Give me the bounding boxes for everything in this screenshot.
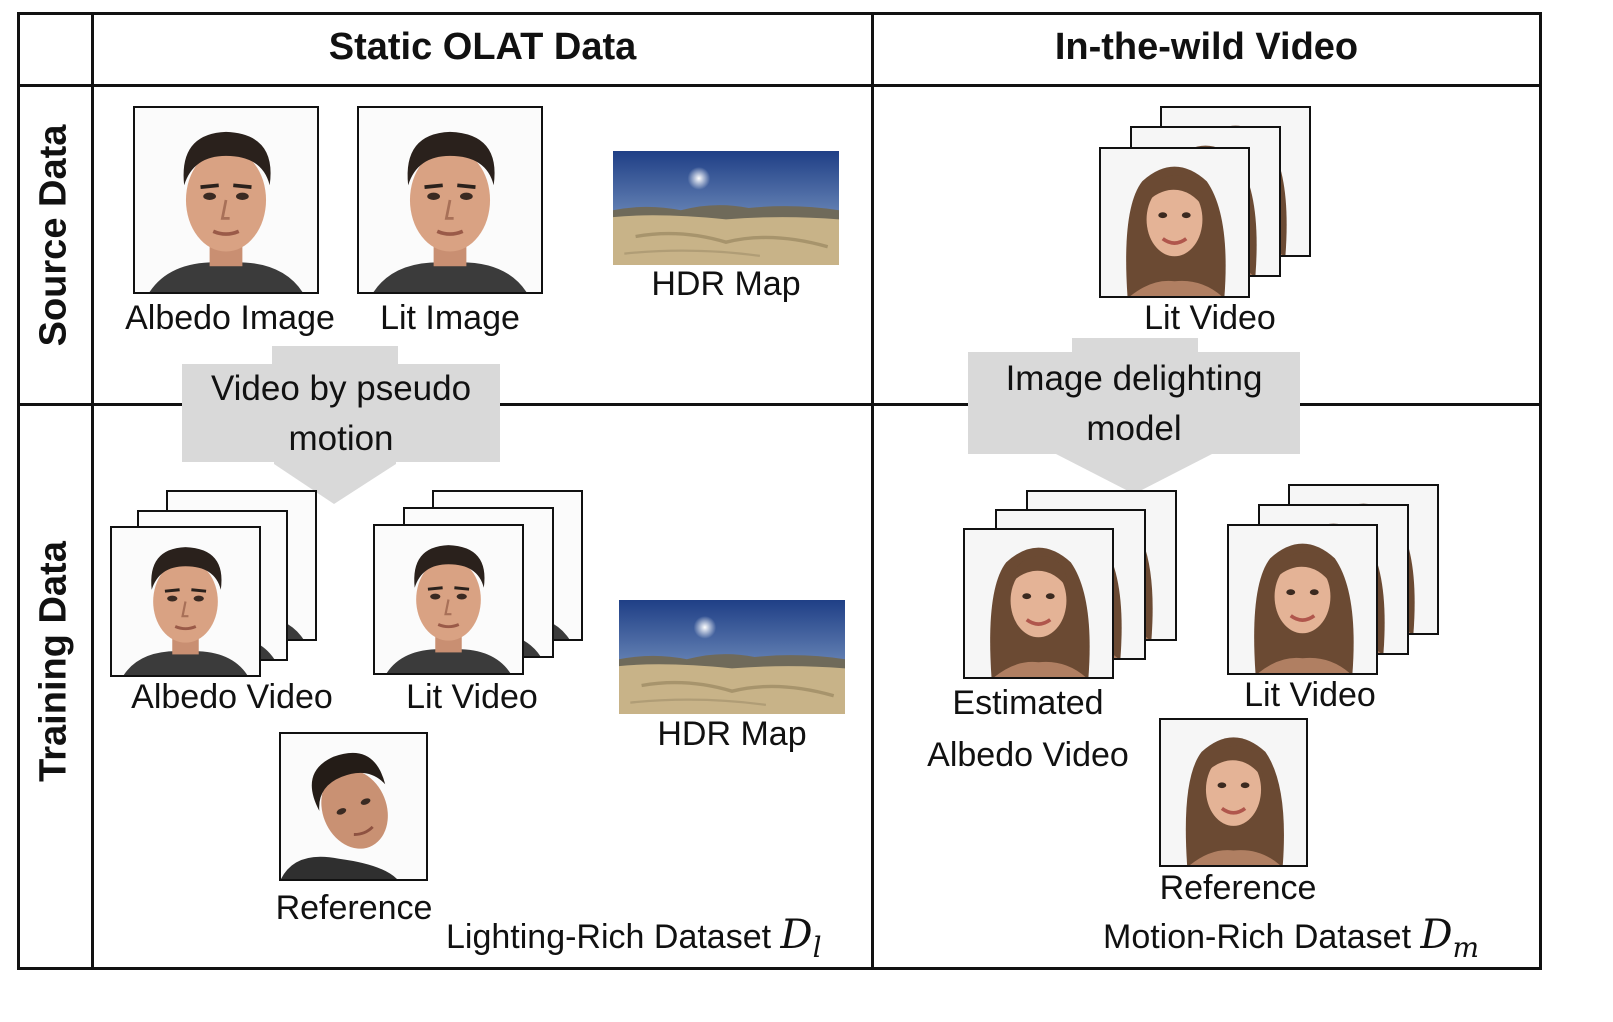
- column-header-wild: In-the-wild Video: [1054, 26, 1359, 68]
- estimated-albedo-label: Estimated Albedo Video: [908, 677, 1148, 781]
- hdr-panorama-icon: [619, 600, 845, 714]
- lit-video-wild-label: Lit Video: [1244, 676, 1376, 714]
- estimated-albedo-line2: Albedo Video: [927, 736, 1129, 774]
- right-arrow: [968, 338, 1300, 494]
- lit-image-label: Lit Image: [380, 299, 520, 337]
- lighting-rich-dataset-caption: Lighting-Rich Dataset Dl: [446, 912, 822, 964]
- woman-face-photo-icon: [1101, 149, 1248, 296]
- row-header-source: Source Data: [32, 124, 75, 347]
- lighting-rich-dataset-text: Lighting-Rich Dataset: [446, 918, 772, 956]
- hdr-map-training-label: HDR Map: [657, 715, 807, 753]
- man-face-photo-icon: [281, 734, 426, 879]
- table-top-border: [18, 12, 1542, 15]
- albedo-image-photo: [133, 106, 319, 294]
- row-divider: [18, 403, 1542, 406]
- man-face-photo-icon: [375, 526, 522, 673]
- lit-video-wild-photo: [1227, 524, 1378, 675]
- reference-wild-photo: [1159, 718, 1308, 867]
- woman-face-photo-icon: [1161, 720, 1306, 865]
- reference-static-label: Reference: [275, 889, 433, 927]
- lit-video-static-photo: [373, 524, 524, 675]
- man-face-photo-icon: [135, 108, 317, 292]
- left-arrow: [182, 346, 500, 504]
- left-arrow-line1: Video by pseudo: [210, 369, 472, 408]
- left-arrow-line2: motion: [288, 419, 394, 458]
- hdr-map-source-label: HDR Map: [651, 265, 801, 303]
- lit-video-source-label: Lit Video: [1144, 299, 1276, 337]
- left-arrow-text: Video by pseudo motion: [182, 364, 500, 464]
- row-header-divider: [91, 12, 94, 970]
- header-row-border: [18, 84, 1542, 87]
- hdr-panorama-icon: [613, 151, 839, 265]
- albedo-image-label: Albedo Image: [125, 299, 335, 337]
- reference-wild-label: Reference: [1159, 869, 1317, 907]
- lit-video-static-label: Lit Video: [406, 678, 538, 716]
- hdr-map-training: [619, 600, 845, 714]
- albedo-video-label: Albedo Video: [131, 678, 333, 716]
- woman-face-photo-icon: [965, 530, 1112, 677]
- reference-static-photo: [279, 732, 428, 881]
- man-face-photo-icon: [112, 528, 259, 675]
- table-left-border: [17, 12, 20, 970]
- column-divider: [871, 12, 874, 970]
- right-arrow-line1: Image delighting: [1005, 359, 1263, 398]
- lighting-rich-dataset-symbol: Dl: [780, 912, 822, 964]
- man-face-photo-icon: [359, 108, 541, 292]
- woman-face-photo-icon: [1229, 526, 1376, 673]
- table-right-border: [1539, 12, 1542, 970]
- right-arrow-text: Image delighting model: [968, 354, 1300, 454]
- right-arrow-line2: model: [1086, 409, 1182, 448]
- table-bottom-border: [18, 967, 1542, 970]
- column-header-static: Static OLAT Data: [328, 26, 637, 68]
- row-header-training: Training Data: [32, 541, 75, 782]
- motion-rich-dataset-text: Motion-Rich Dataset: [1103, 918, 1412, 956]
- lit-image-photo: [357, 106, 543, 294]
- estimated-albedo-photo: [963, 528, 1114, 679]
- lit-video-source-photo: [1099, 147, 1250, 298]
- motion-rich-dataset-symbol: Dm: [1420, 912, 1480, 964]
- hdr-map-source: [613, 151, 839, 265]
- estimated-albedo-line1: Estimated: [952, 684, 1104, 722]
- albedo-video-photo: [110, 526, 261, 677]
- motion-rich-dataset-caption: Motion-Rich Dataset Dm: [1103, 912, 1479, 964]
